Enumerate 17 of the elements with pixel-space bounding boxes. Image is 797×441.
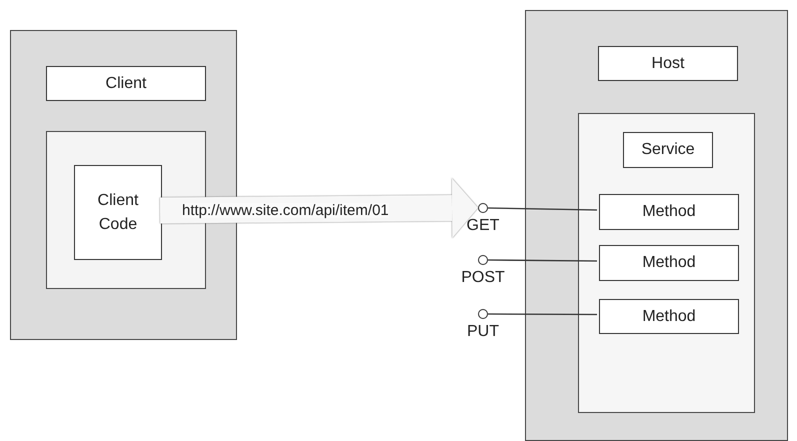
- method-label: PUT: [467, 324, 499, 340]
- block-arrow: [160, 178, 478, 238]
- container-panel: [525, 10, 788, 441]
- label-box: Method: [599, 299, 739, 334]
- method-label: GET: [466, 218, 500, 234]
- container-panel: [578, 113, 755, 413]
- label-box: Method: [599, 245, 739, 281]
- label-box: Client Code: [74, 165, 162, 260]
- connector-line: [488, 313, 597, 316]
- method-label: POST: [461, 270, 505, 286]
- edge-label: http://www.site.com/api/item/01: [182, 202, 389, 218]
- label-box: Service: [623, 132, 713, 168]
- label-box: Client: [46, 66, 206, 101]
- connector-line: [488, 207, 598, 211]
- label-box: Host: [598, 46, 738, 81]
- label-box: Method: [599, 194, 739, 230]
- connector-line: [488, 259, 597, 262]
